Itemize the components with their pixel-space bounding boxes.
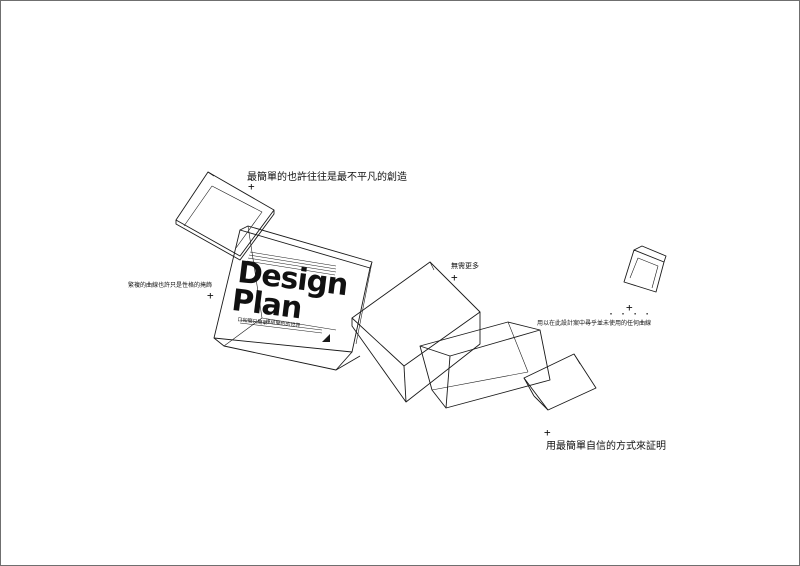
caption-top: 最簡單的也許往往是最不平凡的創造 [247,172,407,183]
plus-marker-right-upper: + [626,301,633,314]
plus-marker-bottom: + [544,426,551,439]
poster-stripes [239,251,337,334]
cube-small-topleft [175,171,275,261]
plus-marker-left: + [207,289,214,302]
cube-small-right [623,245,667,293]
caption-right: 用以在此設計案中尋乎並未使用的任何曲線 [537,320,652,327]
cube-small-chain-end [523,353,597,411]
dotted-leader: · · · · [608,309,651,320]
plus-marker-mid: + [451,271,458,284]
poster-triangle [322,334,330,342]
box-long-flat [419,321,551,409]
cube-main [213,225,373,371]
cube-tumbling-mid [351,261,481,403]
caption-left: 繁複的曲線也許只是性格的掩飾 [128,282,213,289]
caption-mid: 無需更多 [451,262,479,270]
caption-bottom: 用最簡單自信的方式來証明 [546,441,666,452]
plus-marker-top: + [248,180,255,193]
